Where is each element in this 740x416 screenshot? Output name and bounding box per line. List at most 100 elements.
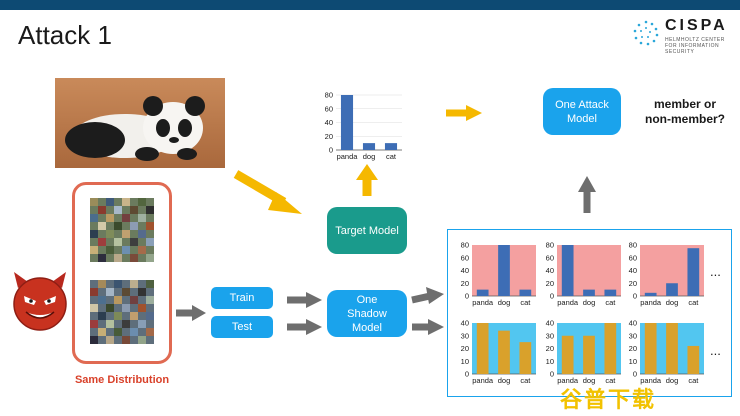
membership-question: member or non-member? (640, 97, 730, 127)
slide-title: Attack 1 (18, 20, 112, 50)
y-tick-label: 80 (325, 91, 333, 100)
bar-dog (583, 335, 595, 374)
y-tick-label: 20 (546, 279, 554, 288)
y-tick-label: 0 (550, 370, 554, 379)
bar-panda (476, 323, 489, 374)
y-tick-label: 20 (325, 132, 333, 141)
arrow-shadow-to-nonmember (412, 319, 444, 335)
y-tick-label: 40 (546, 319, 554, 328)
bar-dog (498, 245, 510, 296)
arrow-panda-to-target (233, 170, 302, 214)
top-banner (0, 0, 740, 10)
bar-cat (604, 323, 617, 374)
devil-attacker-icon (13, 272, 67, 331)
shadow-model-label: One Shadow Model (347, 293, 387, 334)
x-tick-label: dog (666, 376, 679, 385)
logo-subtitle: HELMHOLTZ CENTER FOR INFORMATION SECURIT… (665, 37, 725, 55)
y-tick-label: 20 (546, 344, 554, 353)
bar-panda (644, 323, 657, 374)
arrow-shadow-to-attack (578, 176, 596, 213)
y-tick-label: 60 (461, 253, 469, 262)
arrow-shadow-to-member (411, 287, 444, 304)
bar-dog (498, 330, 510, 374)
more-member-charts: ... (710, 264, 721, 279)
y-tick-label: 20 (461, 279, 469, 288)
bar-dog (583, 289, 595, 296)
x-tick-label: cat (605, 376, 616, 385)
bar-cat (687, 345, 700, 374)
arrow-train-to-shadow (287, 292, 322, 308)
y-tick-label: 10 (629, 357, 637, 366)
y-tick-label: 40 (461, 266, 469, 275)
cispa-logo-mark (633, 20, 659, 46)
y-tick-label: 30 (461, 331, 469, 340)
bar-dog (666, 283, 678, 296)
y-tick-label: 20 (461, 344, 469, 353)
watermark-text: 谷普下载 (560, 387, 657, 412)
arrow-output-to-attack (446, 105, 482, 121)
x-tick-label: dog (498, 376, 511, 385)
x-tick-label: panda (640, 376, 662, 385)
target-model-node: Target Model (327, 207, 407, 254)
x-tick-label: panda (472, 298, 494, 307)
y-tick-label: 0 (465, 370, 469, 379)
bar-cat (687, 248, 700, 296)
question-line-1: member or (653, 97, 717, 111)
x-tick-label: cat (520, 298, 531, 307)
x-tick-label: panda (557, 298, 579, 307)
bar-dog (362, 143, 376, 150)
x-tick-label: dog (583, 376, 596, 385)
x-tick-label: cat (688, 298, 699, 307)
y-tick-label: 20 (629, 279, 637, 288)
train-box: Train (211, 287, 273, 309)
y-tick-label: 10 (461, 357, 469, 366)
test-box: Test (211, 316, 273, 338)
bar-panda (340, 95, 354, 150)
bar-cat (604, 289, 617, 296)
x-tick-label: dog (666, 298, 679, 307)
y-tick-label: 20 (629, 344, 637, 353)
y-tick-label: 60 (546, 253, 554, 262)
y-tick-label: 30 (629, 331, 637, 340)
y-tick-label: 0 (633, 292, 637, 301)
same-distribution-label: Same Distribution (74, 374, 170, 386)
arrow-target-to-output (356, 164, 378, 196)
x-tick-label: cat (688, 376, 699, 385)
y-tick-label: 40 (546, 266, 554, 275)
arrow-test-to-shadow (287, 319, 322, 335)
bar-panda (561, 245, 574, 296)
x-tick-label: panda (472, 376, 494, 385)
bar-cat (384, 143, 398, 150)
question-line-2: non-member? (644, 112, 725, 126)
y-tick-label: 0 (465, 292, 469, 301)
y-tick-label: 10 (546, 357, 554, 366)
x-tick-label: dog (583, 298, 596, 307)
y-tick-label: 80 (629, 241, 637, 250)
y-tick-label: 0 (329, 146, 333, 155)
y-tick-label: 80 (546, 241, 554, 250)
bar-cat (519, 342, 532, 374)
dataset-grid-train (90, 198, 154, 262)
x-tick-label: panda (337, 152, 359, 161)
logo-name: CISPA (665, 17, 728, 34)
cispa-logo: CISPA HELMHOLTZ CENTER FOR INFORMATION S… (632, 17, 732, 55)
x-tick-label: panda (557, 376, 579, 385)
y-tick-label: 40 (629, 319, 637, 328)
x-tick-label: cat (605, 298, 616, 307)
x-tick-label: cat (520, 376, 531, 385)
y-tick-label: 40 (461, 319, 469, 328)
target-model-label: Target Model (335, 224, 399, 237)
bar-dog (666, 323, 678, 374)
arrow-data-to-split (176, 305, 206, 321)
panda-image (55, 78, 225, 168)
y-tick-label: 0 (633, 370, 637, 379)
bar-cat (519, 289, 532, 296)
same-distribution-box (72, 182, 172, 364)
y-tick-label: 80 (461, 241, 469, 250)
